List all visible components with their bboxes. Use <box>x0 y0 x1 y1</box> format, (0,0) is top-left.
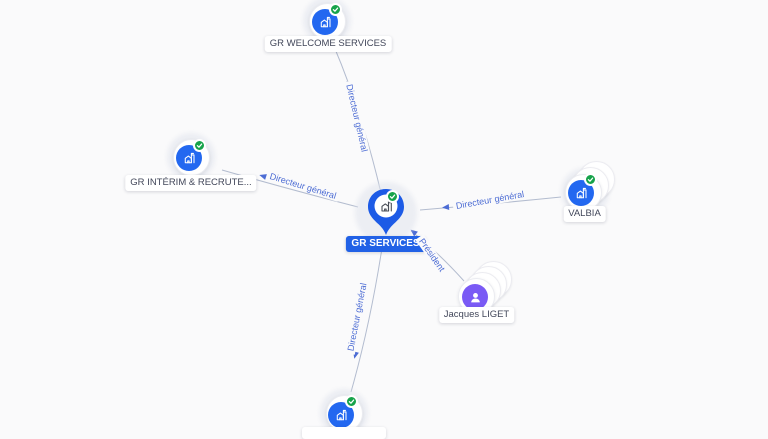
building-icon <box>320 16 331 27</box>
check-icon <box>332 6 338 12</box>
node-label[interactable]: Jacques LIGET <box>438 307 515 323</box>
edge-line <box>350 247 383 393</box>
verified-badge <box>385 189 399 203</box>
node-label[interactable]: GR INTÉRIM & RECRUTE... <box>125 175 257 191</box>
node-label[interactable]: VALBIA <box>563 206 606 222</box>
person-circle <box>462 284 488 310</box>
node-label-selected[interactable]: GR SERVICES <box>345 235 426 252</box>
building-icon <box>184 152 195 163</box>
node-label[interactable]: GR WELCOME SERVICES <box>264 36 392 52</box>
edge-line <box>221 169 359 208</box>
verified-badge <box>583 172 597 186</box>
check-icon <box>587 176 593 182</box>
user-icon <box>470 292 480 302</box>
check-icon <box>389 193 395 199</box>
check-icon <box>348 398 354 404</box>
edge-arrow <box>442 204 450 210</box>
building-icon <box>576 187 587 198</box>
node-label[interactable] <box>302 427 386 439</box>
check-icon <box>196 142 202 148</box>
verified-badge <box>192 138 206 152</box>
verified-badge <box>344 394 358 408</box>
edge-arrow <box>410 229 418 237</box>
verified-badge <box>328 2 342 16</box>
building-icon <box>336 409 347 420</box>
edge-arrow <box>259 174 267 180</box>
